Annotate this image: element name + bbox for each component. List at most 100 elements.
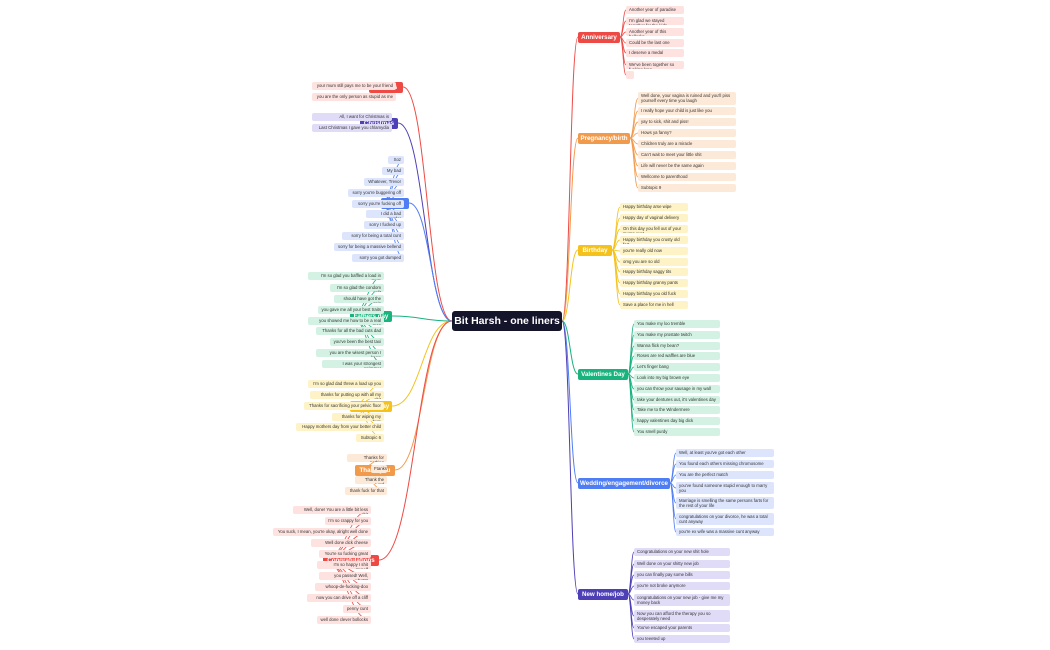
leaf-topic[interactable]: Roses are red waffles are blue bbox=[634, 352, 720, 360]
leaf-topic[interactable]: My bad bbox=[382, 167, 404, 175]
leaf-topic[interactable]: We've been together so fucking long bbox=[626, 61, 684, 69]
leaf-topic[interactable]: You're so fucking great bbox=[319, 550, 371, 558]
leaf-topic[interactable]: sorry for being a total cunt bbox=[342, 232, 404, 240]
leaf-topic[interactable]: Hows ya fanny? bbox=[638, 129, 736, 137]
leaf-topic[interactable]: now you can drive off a cliff bbox=[307, 594, 371, 602]
leaf-topic[interactable] bbox=[626, 71, 634, 79]
leaf-topic[interactable]: Thanks for all the bad cuts dad bbox=[316, 327, 384, 335]
leaf-topic[interactable]: Thanks for nothing bbox=[347, 454, 387, 462]
leaf-topic[interactable]: I'm so crappy for you bbox=[325, 517, 371, 525]
leaf-topic[interactable]: I really hope your child is just like yo… bbox=[638, 107, 736, 115]
leaf-topic[interactable]: should have got the snip bbox=[334, 295, 384, 303]
leaf-topic[interactable]: I was your strongest swimmer bbox=[322, 360, 384, 368]
leaf-topic[interactable]: you passed! Well, what?! bbox=[319, 572, 371, 580]
leaf-topic[interactable]: I'm glad we stayed together for the kids bbox=[626, 17, 684, 25]
branch-topic[interactable]: Christmas bbox=[360, 117, 398, 129]
leaf-topic[interactable]: Happy day of vaginal delivery bbox=[620, 214, 688, 222]
branch-topic[interactable]: Valentines Day bbox=[578, 368, 628, 380]
leaf-topic[interactable]: You found each others missing chromosome bbox=[676, 460, 774, 468]
leaf-topic[interactable]: you are the only person as stupid as me bbox=[312, 93, 396, 101]
leaf-topic[interactable]: take your dentures out, it's valentines … bbox=[634, 396, 720, 404]
leaf-topic[interactable]: You are the perfect match bbox=[676, 471, 774, 479]
leaf-topic[interactable]: whoop-de-fucking-doo bbox=[315, 583, 371, 591]
branch-topic[interactable]: Anniversary bbox=[578, 31, 620, 43]
leaf-topic[interactable]: Now you can afford the therapy you so de… bbox=[634, 610, 730, 622]
leaf-topic[interactable]: you can throw your sausage in my wall bbox=[634, 385, 720, 393]
leaf-topic[interactable]: I'm so glad dad threw a load up you bbox=[308, 380, 384, 388]
leaf-topic[interactable]: Happy birthday granny pants bbox=[620, 279, 688, 287]
leaf-topic[interactable]: Wellcome to parenthood bbox=[638, 173, 736, 181]
leaf-topic[interactable]: well done clever bollocks bbox=[317, 616, 371, 624]
leaf-topic[interactable]: Life will never be the same again bbox=[638, 162, 736, 170]
leaf-topic[interactable]: Wanna flick my bean? bbox=[634, 342, 720, 350]
leaf-topic[interactable]: you gave me all your best traits bbox=[318, 306, 384, 314]
leaf-topic[interactable]: you can finally pay some bills bbox=[634, 571, 730, 579]
leaf-topic[interactable]: Let's finger bang bbox=[634, 363, 720, 371]
leaf-topic[interactable]: thanks for wiping my bum bbox=[332, 413, 384, 421]
leaf-topic[interactable]: Last Christmas I gave you chlamydia bbox=[312, 124, 392, 132]
leaf-topic[interactable]: Happy mothers day from your better child bbox=[296, 423, 384, 431]
leaf-topic[interactable]: congratulations on your new job - give m… bbox=[634, 594, 730, 606]
leaf-topic[interactable]: congratulations on your divorce, he was … bbox=[676, 513, 774, 525]
leaf-topic[interactable]: you are the wisest person I know bbox=[316, 349, 384, 357]
leaf-topic[interactable]: Well done dick cheese bbox=[311, 539, 371, 547]
leaf-topic[interactable]: Well, done! You are a little bit less sh… bbox=[293, 506, 371, 514]
branch-topic[interactable]: Wedding/engagement/divorce bbox=[578, 477, 670, 489]
leaf-topic[interactable]: Ftanks bbox=[371, 465, 387, 473]
leaf-topic[interactable]: happy valentines day big dick bbox=[634, 417, 720, 425]
leaf-topic[interactable]: I did a bad murder bbox=[366, 210, 404, 218]
leaf-topic[interactable]: I'm so glad you baffled a load in mum bbox=[308, 272, 384, 280]
leaf-topic[interactable]: you're not broke anymore bbox=[634, 582, 730, 590]
leaf-topic[interactable]: You make my loo tremble bbox=[634, 320, 720, 328]
leaf-topic[interactable]: Soz bbox=[388, 156, 404, 164]
leaf-topic[interactable]: penny cunt bbox=[343, 605, 371, 613]
leaf-topic[interactable]: Subtopic 6 bbox=[356, 434, 384, 442]
leaf-topic[interactable]: I'm so glad the condom split bbox=[330, 284, 384, 292]
leaf-topic[interactable]: Thanks for sacrificing your pelvic floor bbox=[304, 402, 384, 410]
leaf-topic[interactable]: Well done on your shitty new job bbox=[634, 560, 730, 568]
leaf-topic[interactable]: sorry you're buggering off bbox=[348, 189, 404, 197]
branch-topic[interactable]: Pregnancy/birth bbox=[578, 132, 630, 144]
leaf-topic[interactable]: you've found someone stupid enough to ma… bbox=[676, 482, 774, 494]
leaf-topic[interactable]: you're ex wife was a massive cunt anyway bbox=[676, 528, 774, 536]
leaf-topic[interactable]: Happy birthday saggy tits bbox=[620, 268, 688, 276]
leaf-topic[interactable]: Happy birthday you crusty old fart bbox=[620, 236, 688, 244]
leaf-topic[interactable]: I'm so happy I shit myself bbox=[317, 561, 371, 569]
leaf-topic[interactable]: yay to sick, shit and piss! bbox=[638, 118, 736, 126]
leaf-topic[interactable]: I deserve a medal bbox=[626, 49, 684, 57]
branch-topic[interactable]: Fathers day bbox=[350, 310, 392, 322]
leaf-topic[interactable]: sorry you're fucking off bbox=[352, 200, 404, 208]
leaf-topic[interactable]: sorry for being a massive bellend bbox=[334, 243, 404, 251]
leaf-topic[interactable]: Look into my big brown eye bbox=[634, 374, 720, 382]
branch-topic[interactable]: New home/job bbox=[578, 588, 628, 600]
leaf-topic[interactable]: omg you are so old bbox=[620, 258, 688, 266]
leaf-topic[interactable]: you showed me how to be a real man bbox=[308, 317, 384, 325]
leaf-topic[interactable]: your mum still pays me to be your friend bbox=[312, 82, 396, 90]
leaf-topic[interactable]: Children truly are a miracle bbox=[638, 140, 736, 148]
leaf-topic[interactable]: thank fuck for that bbox=[345, 487, 387, 495]
leaf-topic[interactable]: Whatever, Trevor bbox=[364, 178, 404, 186]
leaf-topic[interactable]: You suck, I mean, you're okay, alright w… bbox=[273, 528, 371, 536]
leaf-topic[interactable]: Well, at least you've got each other bbox=[676, 449, 774, 457]
leaf-topic[interactable]: Another year of this bollocks bbox=[626, 28, 684, 36]
leaf-topic[interactable]: Thank the Lord bbox=[355, 476, 387, 484]
leaf-topic[interactable]: You make my prostate twitch bbox=[634, 331, 720, 339]
leaf-topic[interactable]: Save a place for me in hell bbox=[620, 301, 688, 309]
leaf-topic[interactable]: You smell purdy bbox=[634, 428, 720, 436]
leaf-topic[interactable]: thanks for putting up with all my shit bbox=[310, 391, 384, 399]
leaf-topic[interactable]: You've escaped your parents bbox=[634, 624, 730, 632]
root-topic[interactable]: Bit Harsh - one liners bbox=[452, 311, 562, 331]
leaf-topic[interactable]: All, I want for Christmas is bbox=[312, 113, 392, 121]
leaf-topic[interactable]: Can't wait to meet your little shit bbox=[638, 151, 736, 159]
leaf-topic[interactable]: Subtopic 9 bbox=[638, 184, 736, 192]
leaf-topic[interactable]: sorry I fucked up bbox=[364, 221, 404, 229]
leaf-topic[interactable]: sorry you got dumped bbox=[352, 254, 404, 262]
leaf-topic[interactable]: Another year of paradise bbox=[626, 6, 684, 14]
leaf-topic[interactable]: Well done, your vagina is ruined and you… bbox=[638, 92, 736, 105]
leaf-topic[interactable]: you teeeted up bbox=[634, 635, 730, 643]
leaf-topic[interactable]: Congratulations on your new shit hole bbox=[634, 548, 730, 556]
leaf-topic[interactable]: you've been the best taxi bbox=[330, 338, 384, 346]
leaf-topic[interactable]: Take me to the Windermere bbox=[634, 406, 720, 414]
leaf-topic[interactable]: you're really old now bbox=[620, 247, 688, 255]
